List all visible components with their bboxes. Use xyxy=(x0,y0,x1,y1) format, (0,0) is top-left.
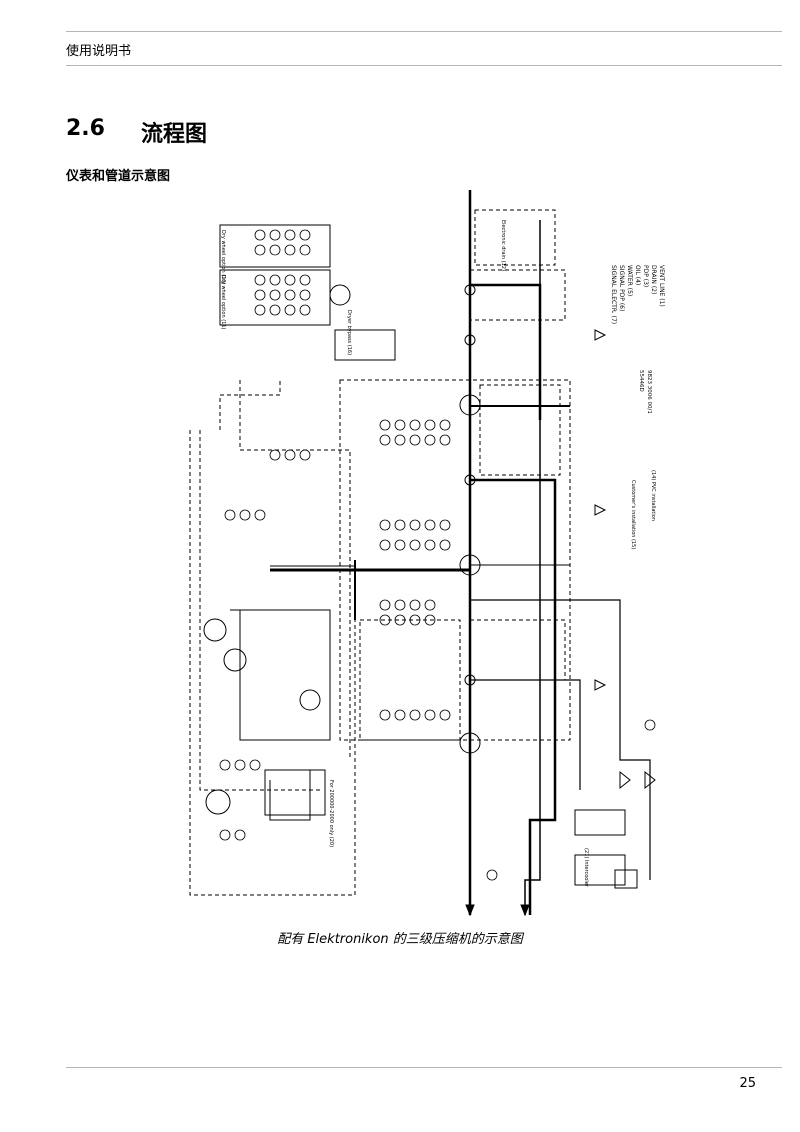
legend-entry: SIGNAL PDP (6) xyxy=(618,265,625,311)
drawing-number: 9823 3006 00/1 xyxy=(646,370,652,414)
footer-rule xyxy=(66,1067,782,1068)
diagram-note: Dryer bypass (16) xyxy=(346,310,352,355)
header-rule-bottom xyxy=(66,65,782,66)
page-number: 25 xyxy=(739,1076,756,1091)
legend-entry: VENT LINE (1) xyxy=(658,265,665,307)
drawing-number: 55446D xyxy=(638,370,644,392)
diagram-note: Customer's installation (15) xyxy=(630,480,636,549)
diagram-note: (21) Intercooler xyxy=(583,848,589,888)
diagram-note: For 200000-2000 only (20) xyxy=(328,780,334,847)
legend-entry: WATER (5) xyxy=(626,265,633,296)
legend-entry: OIL (4) xyxy=(634,265,641,285)
subsection-title: 仪表和管道示意图 xyxy=(66,169,171,184)
piping-instrument-diagram: VENT LINE (1)DRAIN (2)PDP (3)OIL (4)WATE… xyxy=(189,190,665,917)
legend-entry: PDP (3) xyxy=(642,265,649,287)
figure-caption: 配有 Elektronikon 的三级压缩机的示意图 xyxy=(277,932,523,947)
section-number: 2.6 xyxy=(66,116,105,141)
header-rule-top xyxy=(66,31,782,32)
diagram-note: Electronic drain (12) xyxy=(500,220,506,271)
legend-entry: DRAIN (2) xyxy=(650,265,657,294)
legend-entry: SIGNAL ELECTR. (7) xyxy=(610,265,617,324)
document-header: 使用说明书 xyxy=(66,44,132,59)
diagram-note: Dry wheel option (11) xyxy=(220,275,226,330)
diagram-note: Dry wheel option (10) xyxy=(220,230,226,285)
diagram-note: (14) PVC installation xyxy=(650,470,656,521)
section-title: 流程图 xyxy=(141,122,208,147)
